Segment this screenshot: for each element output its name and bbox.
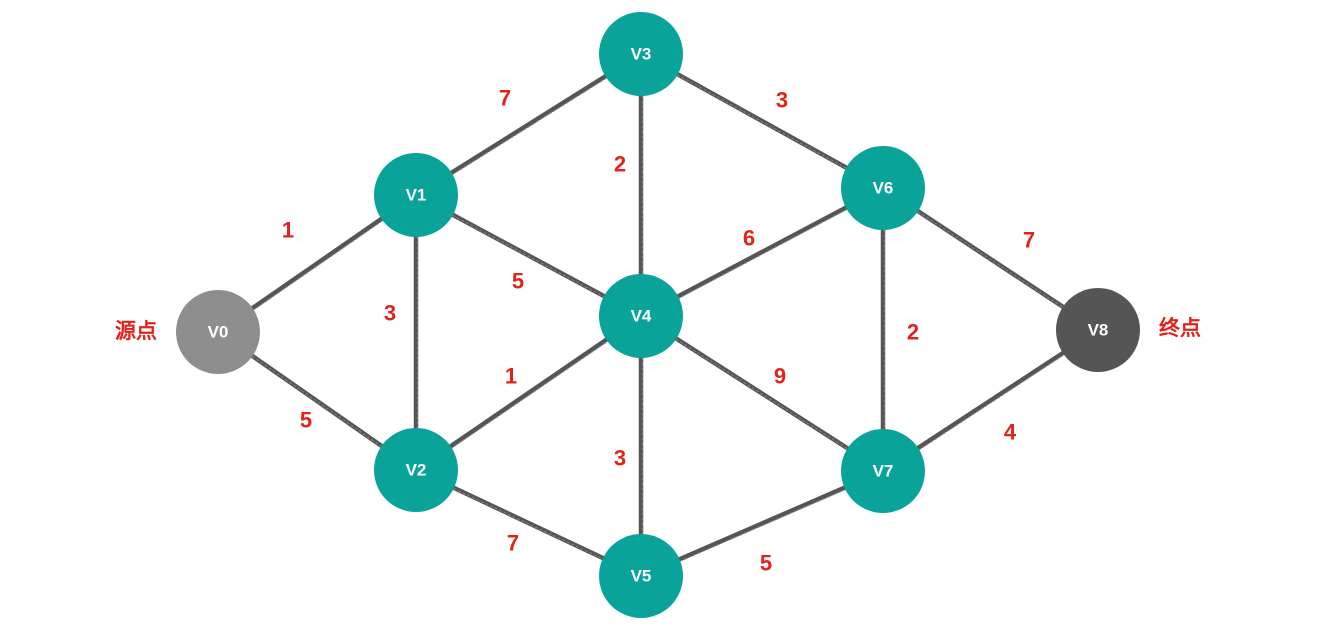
edge-texture-v6-v8 (884, 188, 1100, 333)
edge-v1-v3 (413, 51, 644, 198)
edge-texture-v4-v6 (642, 188, 885, 319)
target-label: 终点 (1159, 316, 1201, 340)
edge-weight-v5-v7: 5 (760, 551, 772, 576)
edge-weight-v6-v7: 2 (907, 320, 919, 345)
edge-weight-v0-v1: 1 (282, 218, 294, 243)
weights-layer: 1 5 7 3 5 1 7 2 3 6 3 9 5 2 7 4 (282, 86, 1035, 576)
edge-weight-v3-v6: 3 (776, 88, 788, 113)
node-circle-v6 (841, 146, 925, 230)
node-label-v1: V1 (406, 186, 427, 205)
edge-weight-v0-v2: 5 (300, 408, 312, 433)
edge-texture-v2-v4 (417, 317, 643, 472)
edge-weight-v3-v4: 2 (614, 152, 626, 177)
node-label-v0: V0 (208, 323, 229, 342)
node-circle-v0 (176, 290, 260, 374)
edge-weight-v4-v6: 6 (743, 226, 755, 251)
node-label-v3: V3 (631, 45, 652, 64)
node-circle-v7 (841, 429, 925, 513)
edge-texture-v3-v6 (642, 54, 885, 191)
edge-weight-v1-v2: 3 (384, 301, 396, 326)
edge-v1-v4 (413, 192, 644, 319)
node-label-v2: V2 (406, 461, 427, 480)
node-circle-v1 (374, 153, 458, 237)
edge-weight-v6-v8: 7 (1023, 228, 1035, 253)
edge-weight-v4-v5: 3 (614, 446, 626, 471)
edge-v5-v7 (638, 468, 886, 579)
node-label-v5: V5 (631, 567, 652, 586)
edge-v2-v4 (413, 313, 644, 473)
node-v4: V4 (599, 274, 683, 358)
node-v1: V1 (374, 153, 458, 237)
edge-v7-v8 (880, 327, 1101, 474)
edge-texture-v7-v8 (884, 330, 1100, 474)
node-label-v4: V4 (631, 307, 652, 326)
node-circle-v5 (599, 534, 683, 618)
edge-texture-v5-v7 (642, 471, 885, 579)
edge-weight-v1-v4: 5 (512, 269, 524, 294)
edge-weight-v2-v4: 1 (505, 364, 517, 389)
node-circle-v3 (599, 12, 683, 96)
node-v7: V7 (841, 429, 925, 513)
node-v6: V6 (841, 146, 925, 230)
node-v8: V8 (1056, 288, 1140, 372)
edges-layer (215, 51, 1101, 579)
node-v2: V2 (374, 428, 458, 512)
node-v5: V5 (599, 534, 683, 618)
edge-weight-v7-v8: 4 (1004, 420, 1017, 445)
node-label-v8: V8 (1088, 321, 1109, 340)
node-v3: V3 (599, 12, 683, 96)
node-label-v7: V7 (873, 462, 894, 481)
node-v0: V0 (176, 290, 260, 374)
node-label-v6: V6 (873, 179, 894, 198)
edge-texture-v4-v7 (642, 316, 885, 474)
edge-weight-v2-v5: 7 (507, 531, 519, 556)
edge-weight-v1-v3: 7 (499, 86, 511, 111)
edge-v4-v6 (638, 185, 886, 319)
edge-texture-v1-v3 (417, 54, 643, 198)
edge-weight-v4-v7: 9 (774, 364, 786, 389)
node-circle-v2 (374, 428, 458, 512)
node-circle-v8 (1056, 288, 1140, 372)
source-label: 源点 (115, 319, 157, 343)
node-circle-v4 (599, 274, 683, 358)
